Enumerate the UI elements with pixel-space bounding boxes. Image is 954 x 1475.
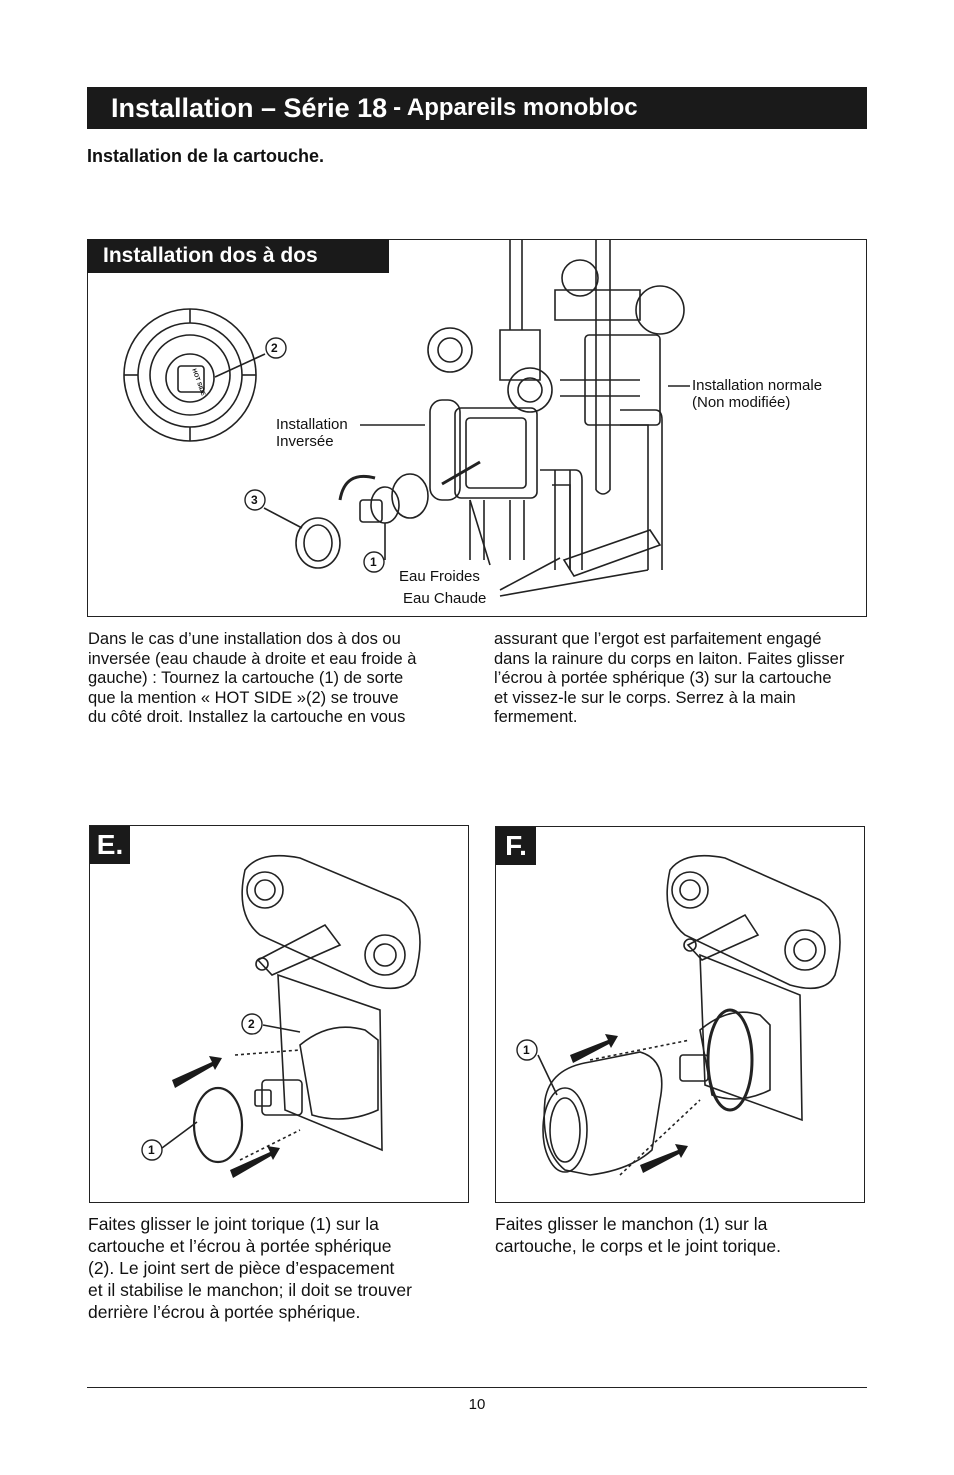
callout-label-3: 3 xyxy=(251,493,258,507)
callout-label-1: 1 xyxy=(370,555,377,569)
reversed-valve-illustration xyxy=(338,240,583,570)
section-subheading: Installation de la cartouche. xyxy=(87,146,325,166)
page-number: 10 xyxy=(468,1396,486,1413)
back-to-back-tab-title: Installation dos à dos xyxy=(87,239,389,273)
cartridge-face-illustration xyxy=(123,308,266,442)
page-title: Installation – Série 18 xyxy=(111,92,388,123)
back-to-back-panel xyxy=(87,239,867,617)
normal-valve-illustration xyxy=(554,240,685,577)
arrow-icon xyxy=(570,1034,618,1063)
reversed-installation-label: Installation Inversée xyxy=(276,416,348,450)
normal-installation-label: Installation normale (Non modifiée) xyxy=(692,377,823,411)
callout-2 xyxy=(265,337,287,359)
step-f-caption: Faites glisser le manchon (1) sur la car… xyxy=(495,1214,781,1256)
page-title-bar: Installation – Série 18 - Appareils mono… xyxy=(87,87,867,129)
step-f-badge: F. xyxy=(496,827,536,865)
ball-nut-illustration xyxy=(295,517,341,569)
callout-f-label-1: 1 xyxy=(523,1043,530,1057)
page-title-sub: - Appareils monobloc xyxy=(393,94,638,121)
callout-1 xyxy=(363,551,385,573)
callout-e-label-1: 1 xyxy=(148,1143,155,1157)
step-e-badge: E. xyxy=(90,826,130,864)
arrow-icon xyxy=(640,1144,688,1173)
callout-label-2: 2 xyxy=(271,341,278,355)
callout-3 xyxy=(244,489,266,511)
hot-water-label: Eau Chaude xyxy=(403,590,487,607)
arrow-icon xyxy=(172,1056,222,1088)
callout-f-1 xyxy=(516,1039,538,1061)
callout-e-label-2: 2 xyxy=(248,1017,255,1031)
cold-water-label: Eau Froides xyxy=(399,568,480,585)
callout-e-1 xyxy=(141,1139,163,1161)
arrow-icon xyxy=(230,1146,280,1178)
step-e-caption: Faites glisser le joint torique (1) sur … xyxy=(88,1214,412,1322)
callout-e-2 xyxy=(241,1013,263,1035)
back-to-back-text-left: Dans le cas d’une installation dos à dos… xyxy=(88,630,417,726)
back-to-back-text-right: assurant que l’ergot est parfaitement en… xyxy=(494,630,845,726)
footer-rule xyxy=(87,1387,867,1388)
